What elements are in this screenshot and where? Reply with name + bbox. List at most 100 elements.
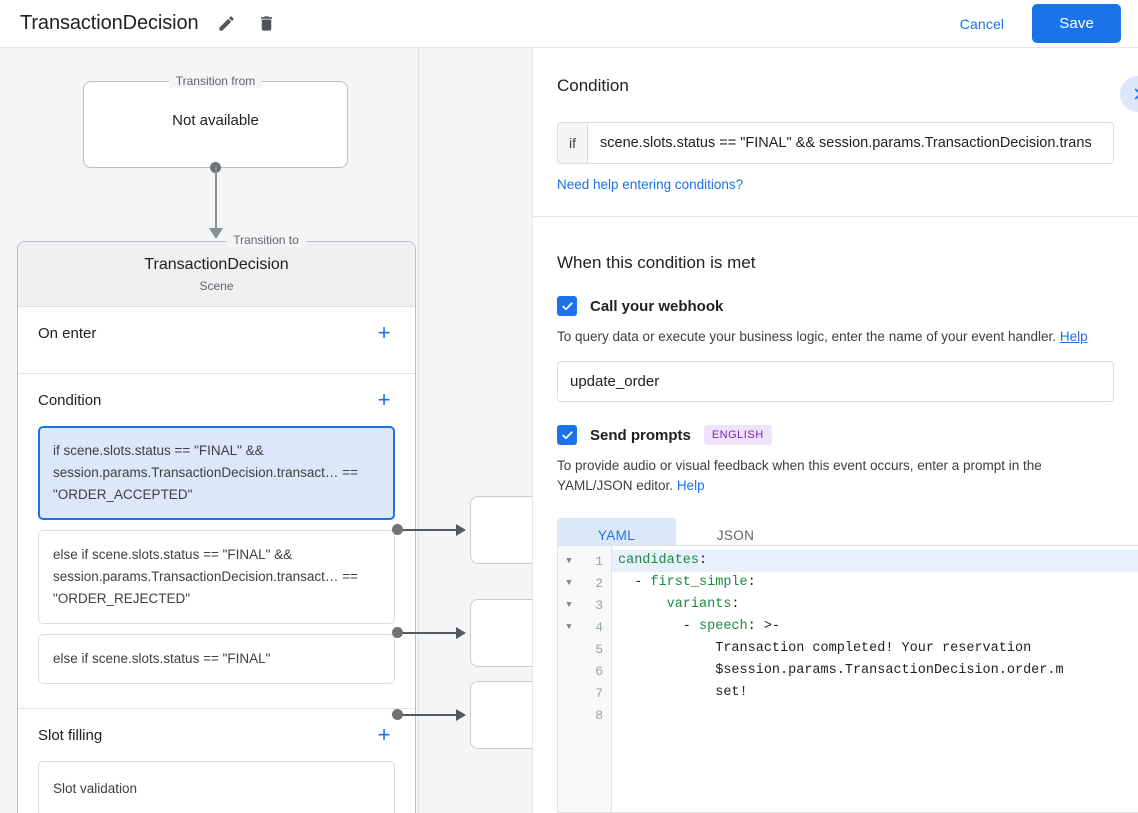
condition-edge-arrow-icon (456, 627, 466, 639)
condition-edge-arrow-icon (456, 524, 466, 536)
editor-line-gutter: ▼4 (558, 616, 611, 638)
condition-node-dot (392, 627, 403, 638)
editor-line-gutter: ▼8 (558, 704, 611, 726)
section-title-condition: Condition (38, 391, 102, 409)
editor-code-line[interactable]: - first_simple: (618, 575, 756, 590)
panel-divider (533, 216, 1138, 217)
transition-from-card[interactable]: Transition from Not available (83, 74, 348, 168)
section-title-slot-filling: Slot filling (38, 726, 103, 744)
condition-help-link[interactable]: Need help entering conditions? (557, 177, 744, 192)
fold-arrow-icon[interactable]: ▼ (566, 622, 572, 632)
fold-arrow-icon[interactable]: ▼ (566, 556, 572, 566)
condition-item[interactable]: else if scene.slots.status == "FINAL" (38, 634, 395, 684)
send-prompts-description: To provide audio or visual feedback when… (557, 456, 1110, 496)
editor-line-gutter: ▼3 (558, 594, 611, 616)
send-prompts-label: Send prompts (590, 426, 691, 444)
send-prompts-checkbox[interactable] (557, 425, 577, 445)
editor-line-number: 8 (595, 707, 603, 723)
editor-code-line[interactable]: - speech: >- (618, 619, 781, 634)
editor-line-number: 2 (595, 575, 603, 591)
editor-line-number: 6 (595, 663, 603, 679)
editor-line-number: 7 (595, 685, 603, 701)
editor-line-gutter: ▼2 (558, 572, 611, 594)
transition-target-box[interactable] (470, 496, 532, 564)
condition-edge-line (398, 632, 458, 634)
editor-line-gutter: ▼7 (558, 682, 611, 704)
editor-line-gutter: ▼5 (558, 638, 611, 660)
editor-line-gutter: ▼6 (558, 660, 611, 682)
transition-target-box[interactable] (470, 681, 532, 749)
condition-edge-arrow-icon (456, 709, 466, 721)
section-condition: Condition + if scene.slots.status == "FI… (18, 374, 415, 709)
editor-code-line[interactable]: candidates: (612, 550, 1138, 572)
scene-card: TransactionDecision Scene On enter + Con… (17, 241, 416, 813)
panel-condition-block: Condition if Need help entering conditio… (533, 48, 1138, 216)
call-webhook-description-text: To query data or execute your business l… (557, 329, 1057, 344)
call-webhook-label: Call your webhook (590, 297, 724, 315)
section-on-enter: On enter + (18, 307, 415, 374)
prompt-code-editor[interactable]: ▼1▼2▼3▼4▼5▼6▼7▼8 candidates: - first_sim… (557, 545, 1138, 813)
condition-node-dot (392, 709, 403, 720)
fold-arrow-icon[interactable]: ▼ (566, 578, 572, 588)
trash-icon[interactable] (255, 12, 279, 36)
editor-code-line[interactable]: set! (618, 685, 748, 700)
call-webhook-row: Call your webhook (557, 296, 1114, 316)
app-header: TransactionDecision Cancel Save (0, 0, 1138, 48)
cancel-button[interactable]: Cancel (946, 7, 1018, 41)
editor-line-number: 1 (595, 553, 603, 569)
editor-code-line[interactable]: Transaction completed! Your reservation (618, 641, 1032, 656)
send-prompts-description-text: To provide audio or visual feedback when… (557, 458, 1042, 493)
section-slot-filling: Slot filling + Slot validation (18, 709, 415, 813)
header-actions: Cancel Save (946, 4, 1138, 43)
condition-edge-line (398, 714, 458, 716)
call-webhook-checkbox[interactable] (557, 296, 577, 316)
send-prompts-help-link[interactable]: Help (676, 478, 705, 493)
scene-name: TransactionDecision (144, 255, 289, 273)
transition-from-legend: Transition from (168, 74, 263, 88)
scene-subtitle: Scene (199, 278, 234, 293)
condition-input[interactable] (588, 123, 1113, 163)
when-met-heading: When this condition is met (557, 253, 756, 272)
slot-validation-item[interactable]: Slot validation (38, 761, 395, 813)
add-condition-button[interactable]: + (377, 387, 391, 412)
flow-canvas: Transition from Not available Transition… (0, 48, 532, 813)
editor-code-line[interactable]: $session.params.TransactionDecision.orde… (618, 663, 1064, 678)
fold-arrow-icon[interactable]: ▼ (566, 600, 572, 610)
editor-line-number: 3 (595, 597, 603, 613)
condition-node-dot (392, 524, 403, 535)
editor-line-number: 4 (595, 619, 603, 635)
transition-from-value: Not available (172, 112, 259, 129)
editor-code-area[interactable]: candidates: - first_simple: variants: - … (612, 546, 1138, 812)
call-webhook-description: To query data or execute your business l… (557, 327, 1114, 347)
panel-condition-heading: Condition (557, 76, 629, 95)
editor-line-gutter: ▼1 (558, 550, 611, 572)
editor-gutter: ▼1▼2▼3▼4▼5▼6▼7▼8 (558, 546, 612, 812)
section-title-on-enter: On enter (38, 324, 97, 342)
scene-header[interactable]: TransactionDecision Scene (18, 242, 415, 307)
details-panel: Condition if Need help entering conditio… (532, 48, 1138, 813)
transition-target-box[interactable] (470, 599, 532, 667)
save-button[interactable]: Save (1032, 4, 1121, 43)
chevron-right-icon[interactable] (1120, 76, 1138, 112)
editor-code-line[interactable]: variants: (666, 597, 740, 612)
call-webhook-help-link[interactable]: Help (1059, 329, 1088, 344)
condition-item-selected[interactable]: if scene.slots.status == "FINAL" && sess… (38, 426, 395, 520)
pencil-icon[interactable] (215, 12, 239, 36)
canvas-divider (418, 48, 419, 813)
tab-json[interactable]: JSON (716, 527, 755, 543)
connector-line (215, 167, 217, 230)
send-prompts-row: Send prompts ENGLISH (557, 425, 1114, 445)
language-badge: ENGLISH (703, 425, 772, 445)
condition-input-row: if (557, 122, 1114, 164)
add-on-enter-button[interactable]: + (377, 320, 391, 345)
add-slot-filling-button[interactable]: + (377, 722, 391, 747)
editor-code-line[interactable] (612, 704, 1138, 726)
webhook-handler-input[interactable] (557, 361, 1114, 402)
connector-arrow-icon (209, 228, 223, 239)
page-title: TransactionDecision (20, 12, 199, 34)
condition-if-label: if (558, 123, 588, 163)
condition-item[interactable]: else if scene.slots.status == "FINAL" &&… (38, 530, 395, 624)
panel-when-met-block: When this condition is met Call your web… (533, 217, 1138, 552)
transition-to-legend: Transition to (226, 233, 306, 247)
